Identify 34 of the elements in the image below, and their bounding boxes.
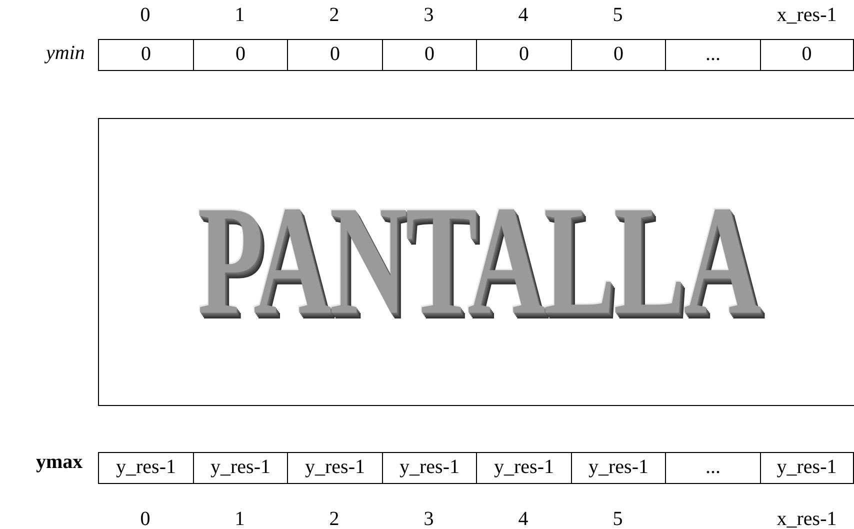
column-index: 5 [612, 4, 623, 27]
array-cell: y_res-1 [382, 452, 478, 484]
row-label: ymax [36, 451, 83, 474]
screen-box [98, 118, 854, 406]
column-index: 3 [424, 508, 434, 529]
column-index: 1 [234, 508, 245, 529]
array-cell: y_res-1 [760, 452, 854, 484]
column-index: 1 [234, 4, 245, 27]
array-cell: y_res-1 [570, 452, 666, 484]
column-index: 2 [329, 508, 340, 529]
column-index: 4 [518, 508, 528, 529]
array-cell: 0 [382, 39, 478, 71]
array-cell: y_res-1 [287, 452, 383, 484]
column-index: 2 [329, 4, 340, 27]
column-index: 0 [140, 4, 150, 27]
column-index: 4 [518, 4, 528, 27]
array-cell: y_res-1 [476, 452, 572, 484]
array-cell: 0 [192, 39, 288, 71]
array-cell: ... [665, 452, 761, 484]
array-cell: y_res-1 [192, 452, 288, 484]
column-index: 3 [424, 4, 434, 27]
array-cell: 0 [476, 39, 572, 71]
column-index: 5 [612, 508, 623, 529]
array-cell: 0 [98, 39, 194, 71]
column-index: x_res-1 [776, 4, 837, 27]
array-cell: 0 [570, 39, 666, 71]
array-cell: 0 [287, 39, 383, 71]
array-cell: ... [665, 39, 761, 71]
row-label: ymin [46, 42, 85, 65]
column-index: 0 [140, 508, 150, 529]
column-index: x_res-1 [776, 508, 837, 529]
array-cell: 0 [760, 39, 854, 71]
screen-title: PANTALLA [197, 174, 760, 350]
array-cell: y_res-1 [98, 452, 194, 484]
